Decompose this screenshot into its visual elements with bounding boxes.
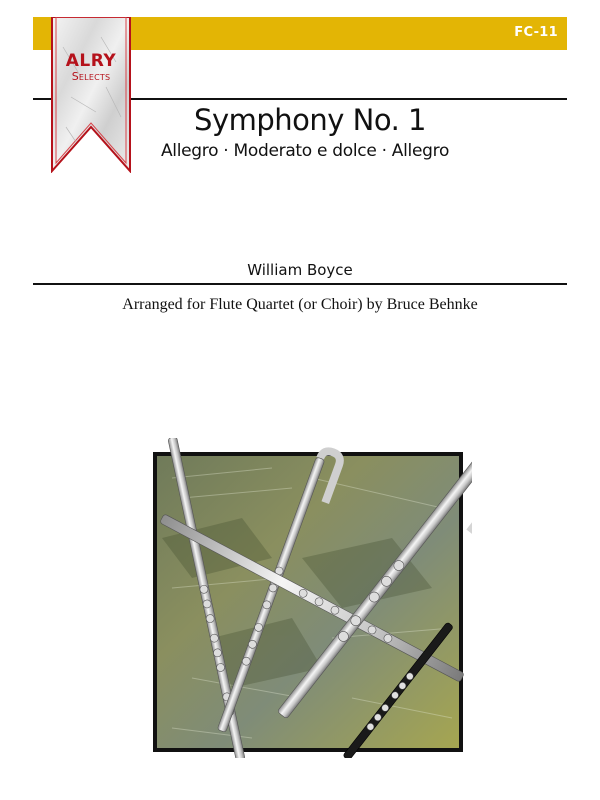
composer-name: William Boyce (247, 261, 353, 279)
movements-subtitle: Allegro · Moderato e dolce · Allegro (160, 141, 450, 161)
arrangement-credit: Arranged for Flute Quartet (or Choir) by… (122, 296, 478, 313)
brand-subtitle: Selects (71, 70, 111, 83)
top-divider (33, 98, 567, 100)
alry-ribbon-logo (51, 17, 131, 173)
piece-title: Symphony No. 1 (194, 103, 426, 137)
catalog-code: FC-11 (514, 25, 558, 40)
flutes-cover-illustration (153, 438, 472, 758)
ribbon-text: ALRY Selects (51, 52, 131, 84)
brand-name: ALRY (65, 51, 117, 71)
composer-divider (33, 283, 567, 285)
